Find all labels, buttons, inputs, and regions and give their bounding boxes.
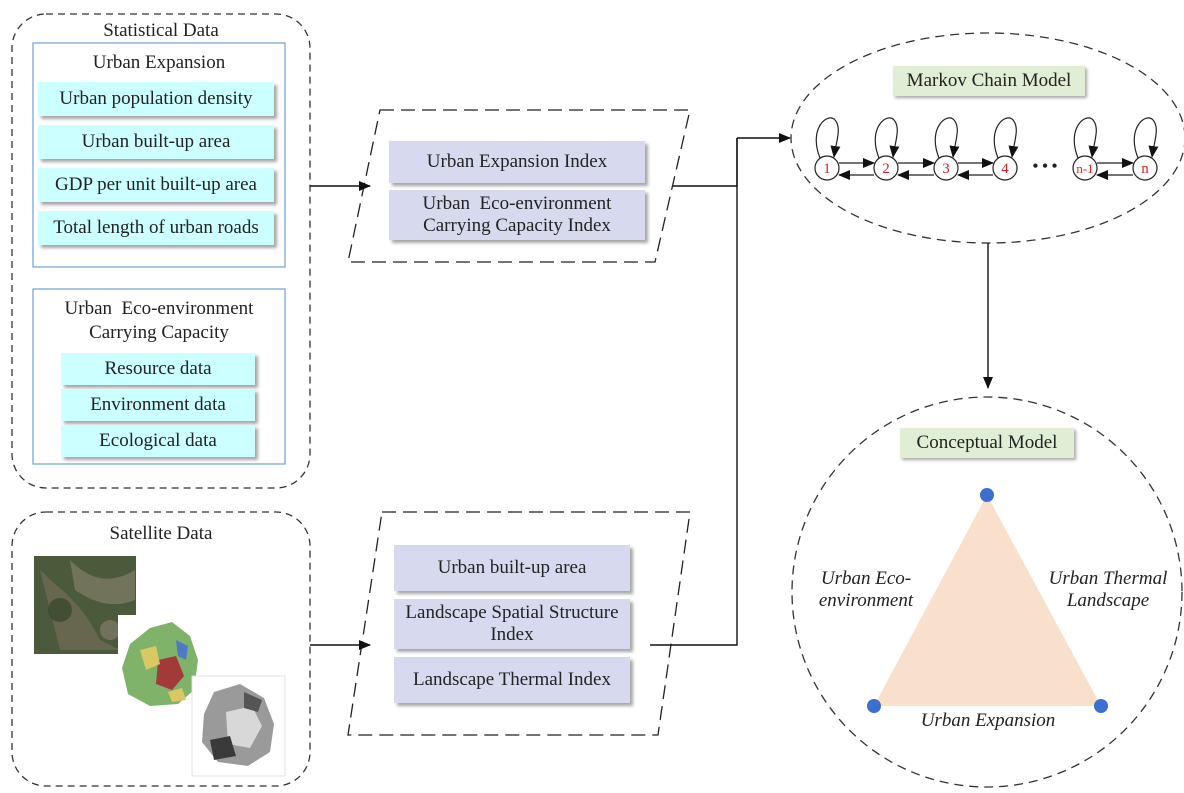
vertex-top-dot [980, 488, 994, 502]
markov-self-loop-4 [993, 117, 1019, 159]
markov-node-1 [814, 155, 840, 181]
markov-self-loop-3 [934, 117, 960, 159]
urban-expansion-index-box: Urban Expansion Index [389, 141, 645, 183]
statistical-data-title: Statistical Data [103, 20, 219, 41]
landscape-spatial-line1: Landscape Spatial Structure [405, 602, 619, 623]
markov-node-4 [992, 155, 1018, 181]
item-resource-data: Resource data [61, 353, 255, 385]
label-thermal-line2: Landscape [1066, 590, 1150, 611]
urban-expansion-group [32, 42, 286, 268]
item-environment-data: Environment data [61, 389, 255, 421]
markov-node-2 [873, 155, 899, 181]
eco-group [32, 288, 286, 465]
label-thermal-landscape: Urban Thermal Landscape [1038, 568, 1178, 612]
landscape-spatial-structure-box: Landscape Spatial Structure Index [394, 599, 630, 649]
satellite-image-3 [191, 675, 286, 777]
landscape-thermal-index-box: Landscape Thermal Index [394, 657, 630, 703]
connector-top-to-markov [673, 138, 738, 187]
markov-node-n-1 [1072, 155, 1098, 181]
label-eco-environment: Urban Eco- environment [810, 568, 922, 612]
eco-capacity-index-line1: Urban Eco-environment [422, 193, 612, 214]
markov-self-loop-n [1133, 117, 1159, 159]
item-gdp-per-unit: GDP per unit built-up area [38, 168, 274, 202]
eco-capacity-index-line2: Carrying Capacity Index [423, 215, 611, 236]
markov-self-loop-1 [815, 117, 841, 159]
item-ecological-data: Ecological data [61, 425, 255, 457]
label-urban-expansion: Urban Expansion [920, 710, 1056, 731]
markov-self-loop-n-1 [1073, 117, 1099, 159]
eco-title-line2: Carrying Capacity [89, 322, 229, 343]
markov-node-label-n: n [1141, 161, 1149, 177]
markov-node-label-2: 2 [882, 161, 890, 177]
markov-node-label-3: 3 [942, 161, 950, 177]
urban-expansion-title: Urban Expansion [92, 52, 226, 73]
statistical-data-container [11, 13, 311, 489]
markov-ellipse [790, 32, 1184, 244]
label-thermal-line1: Urban Thermal [1048, 568, 1168, 589]
markov-node-label-4: 4 [1001, 161, 1009, 177]
built-up-area-box: Urban built-up area [394, 545, 630, 591]
eco-capacity-index-box: Urban Eco-environment Carrying Capacity … [389, 190, 645, 240]
markov-ellipsis: • • • [1032, 158, 1058, 175]
item-urban-population-density: Urban population density [38, 82, 274, 116]
landscape-spatial-line2: Index [490, 624, 534, 645]
eco-title-line1: Urban Eco-environment [64, 298, 254, 319]
item-urban-built-up-area: Urban built-up area [38, 125, 274, 159]
indices-top-parallelogram [347, 109, 691, 263]
indices-bottom-parallelogram [347, 511, 691, 736]
satellite-data-container [11, 511, 311, 787]
markov-chain [814, 117, 1159, 181]
satellite-data-title: Satellite Data [109, 523, 213, 544]
item-total-length-roads: Total length of urban roads [38, 211, 274, 245]
markov-node-label-1: 1 [823, 161, 831, 177]
connector-bottom-to-markov [650, 138, 738, 646]
label-eco-line2: environment [818, 590, 914, 611]
vertex-right-dot [1094, 699, 1108, 713]
markov-node-label-n-1: n-1 [1076, 161, 1094, 176]
label-eco-line1: Urban Eco- [820, 568, 912, 589]
vertex-left-dot [867, 699, 881, 713]
conceptual-triangle [874, 495, 1101, 706]
conceptual-circle [791, 396, 1183, 788]
conceptual-title: Conceptual Model [900, 428, 1074, 458]
markov-node-n [1132, 155, 1158, 181]
markov-self-loop-2 [874, 117, 900, 159]
satellite-image-2 [118, 615, 211, 711]
markov-title: Markov Chain Model [893, 66, 1085, 96]
markov-node-3 [933, 155, 959, 181]
